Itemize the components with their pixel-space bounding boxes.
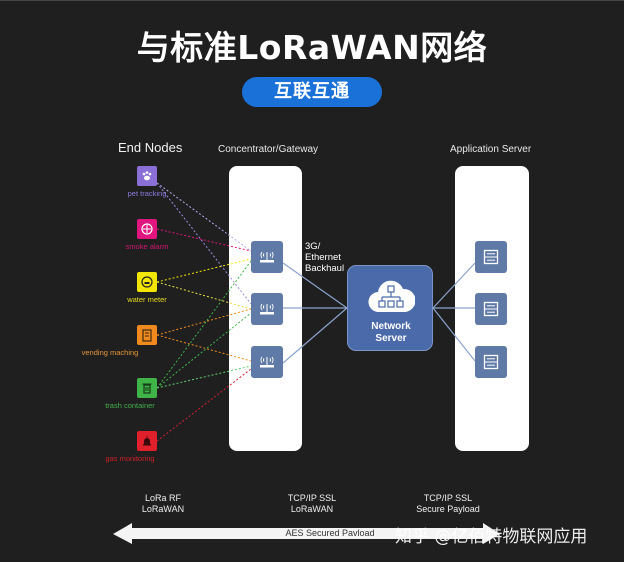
protocol-label-tcp-secure: TCP/IP SSL Secure Payload xyxy=(393,493,503,515)
end-node-label: gas monitoring xyxy=(105,454,155,463)
smoke-detector-icon xyxy=(141,223,153,235)
end-node-smoke-alarm xyxy=(137,219,157,239)
end-node-gas-monitoring xyxy=(137,431,157,451)
backhaul-line: Ethernet xyxy=(305,252,341,263)
server-icon xyxy=(483,301,499,317)
network-server: Network Server xyxy=(347,265,433,351)
gateway-device-3 xyxy=(251,346,283,378)
page-title: 与标准LoRaWAN网络 xyxy=(136,28,488,67)
gateway-heading: Concentrator/Gateway xyxy=(218,144,319,155)
gateway-router-icon xyxy=(260,356,274,368)
cloud-network-icon xyxy=(368,280,415,313)
end-node-water-meter xyxy=(137,272,157,292)
paw-icon xyxy=(142,171,152,181)
protocol-line: LoRaWAN xyxy=(290,504,334,514)
end-node-trash-container xyxy=(137,378,157,398)
app-server-device-1 xyxy=(475,241,507,273)
gas-alarm-icon xyxy=(143,436,151,446)
app-server-heading: Application Server xyxy=(450,144,532,155)
trash-icon xyxy=(142,383,152,394)
gateway-router-icon xyxy=(260,251,274,263)
gateway-router-icon xyxy=(260,303,274,315)
backhaul-line: Backhaul xyxy=(305,263,345,274)
protocol-line: Secure Payload xyxy=(416,504,480,514)
protocol-label-tcp-lorawan: TCP/IP SSL LoRaWAN xyxy=(257,493,367,515)
end-node-label: smoke alarm xyxy=(125,242,169,251)
server-icon xyxy=(483,249,499,265)
protocol-line: LoRa RF xyxy=(144,493,181,503)
end-node-label: vending maching xyxy=(81,348,139,357)
end-node-label: trash container xyxy=(105,401,155,410)
subtitle-badge: 互联互通 xyxy=(242,77,382,107)
protocol-line: TCP/IP SSL xyxy=(287,493,337,503)
meter-icon xyxy=(141,276,153,288)
end-node-label: water meter xyxy=(127,295,167,304)
backhaul-label: 3G/ Ethernet Backhaul xyxy=(305,241,344,274)
watermark: 知乎 @亿佰特物联网应用 xyxy=(395,527,588,547)
backhaul-line: 3G/ xyxy=(305,241,321,252)
network-server-label: Network Server xyxy=(348,321,434,345)
protocol-label-lora: LoRa RF LoRaWAN xyxy=(108,493,218,515)
network-server-line: Network xyxy=(371,321,411,332)
protocol-line: LoRaWAN xyxy=(141,504,185,514)
end-node-label: pet tracking xyxy=(127,189,167,198)
server-icon xyxy=(483,354,499,370)
gateway-device-1 xyxy=(251,241,283,273)
end-nodes-heading: End Nodes xyxy=(118,140,183,155)
arrow-label: AES Secured Pavload xyxy=(285,528,375,538)
gateway-device-2 xyxy=(251,293,283,325)
end-node-pet-tracking xyxy=(137,166,157,186)
network-server-line: Server xyxy=(375,333,407,344)
app-server-device-2 xyxy=(475,293,507,325)
vending-machine-icon xyxy=(142,328,152,342)
app-server-device-3 xyxy=(475,346,507,378)
end-node-vending-machine xyxy=(137,325,157,345)
protocol-line: TCP/IP SSL xyxy=(423,493,473,503)
